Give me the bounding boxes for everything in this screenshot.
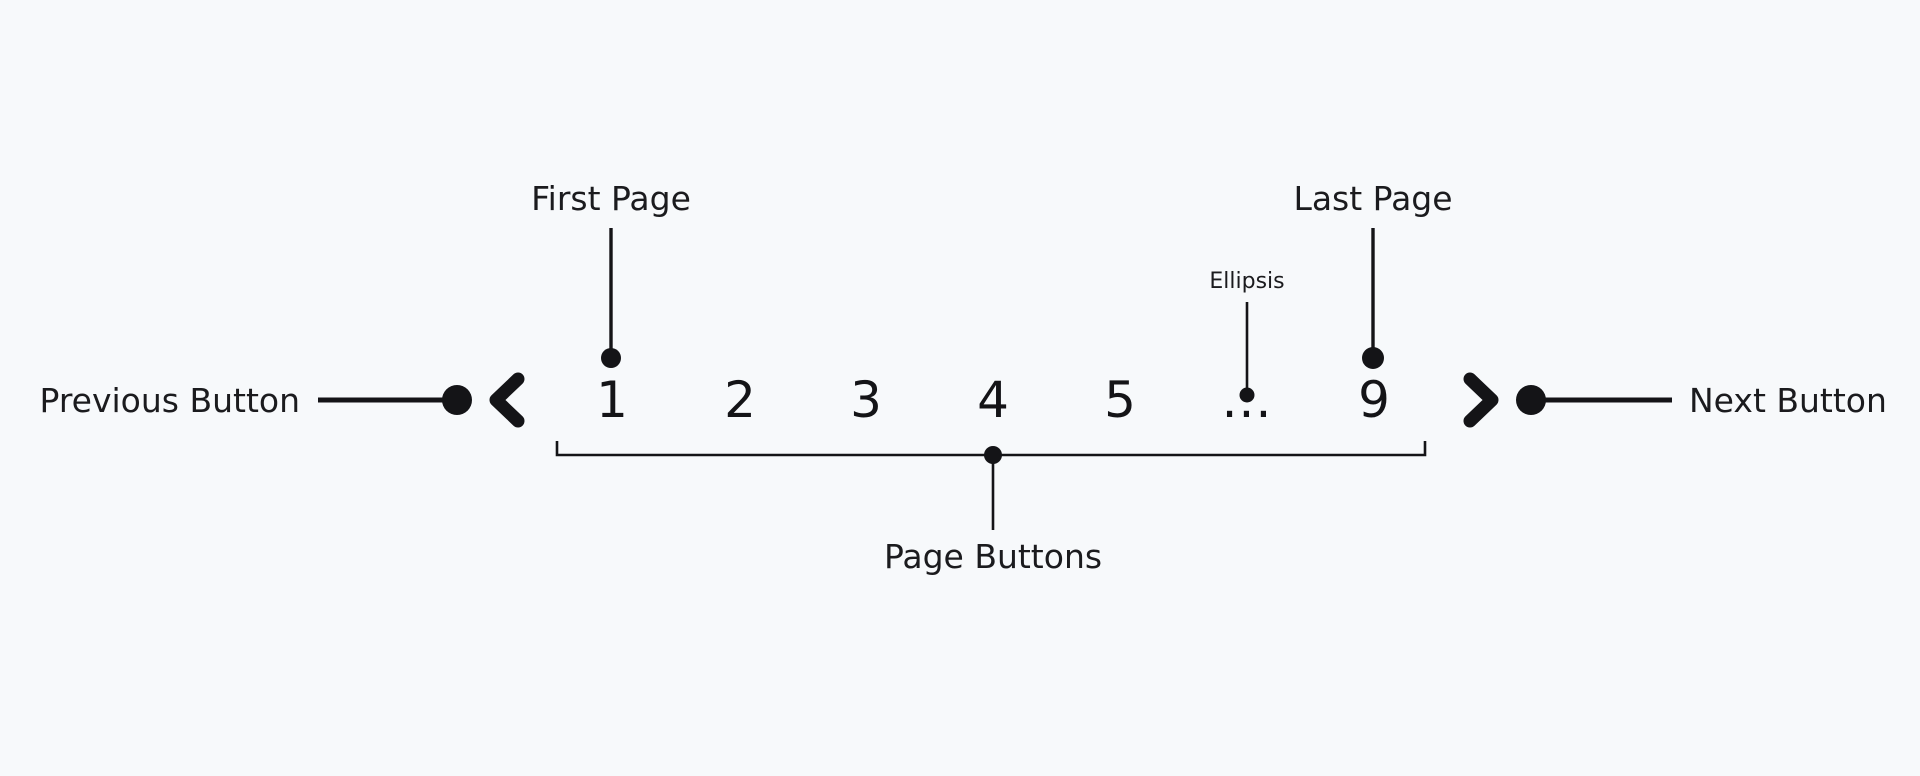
page-button-4[interactable]: 4 (977, 371, 1009, 429)
annotation-first-page: First Page (531, 179, 691, 368)
chevron-left-icon[interactable] (489, 372, 525, 428)
page-button-9[interactable]: 9 (1358, 371, 1390, 429)
last-page-label: Last Page (1293, 179, 1452, 218)
last-page-leader-dot (1362, 347, 1384, 369)
first-page-leader-dot (601, 348, 621, 368)
page-button-2[interactable]: 2 (724, 371, 756, 429)
annotation-next-button: Next Button (1516, 381, 1887, 420)
annotation-previous-button: Previous Button (40, 381, 472, 420)
page-ellipsis: ... (1222, 371, 1273, 429)
first-page-label: First Page (531, 179, 691, 218)
page-button-5[interactable]: 5 (1104, 371, 1136, 429)
chevron-right-icon[interactable] (1463, 372, 1499, 428)
page-button-1[interactable]: 1 (596, 371, 628, 429)
page-buttons-leader-dot (984, 446, 1002, 464)
next-button-connector-dot (1516, 385, 1546, 415)
ellipsis-label: Ellipsis (1209, 269, 1284, 294)
page-buttons-label: Page Buttons (884, 537, 1102, 576)
next-button-label: Next Button (1689, 381, 1887, 420)
ellipsis-leader-dot (1239, 387, 1255, 403)
previous-button-connector-dot (442, 385, 472, 415)
page-button-3[interactable]: 3 (850, 371, 882, 429)
annotation-page-buttons: Page Buttons (555, 441, 1427, 576)
previous-button-label: Previous Button (40, 381, 301, 420)
annotation-ellipsis: Ellipsis (1209, 269, 1285, 403)
page-buttons-group: 1 2 3 4 5 ... 9 (596, 371, 1390, 429)
annotation-last-page: Last Page (1293, 179, 1453, 369)
